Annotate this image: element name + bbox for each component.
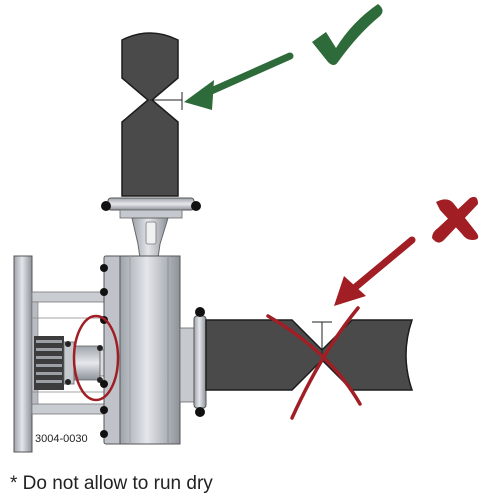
figure-id-label: 3004-0030 bbox=[35, 433, 88, 445]
dry-run-footnote: * Do not allow to run dry bbox=[10, 473, 213, 494]
red-arrow bbox=[334, 236, 416, 306]
vertical-pipe-clamp bbox=[101, 197, 201, 219]
pump-inlet-neck bbox=[131, 217, 169, 259]
outlet-pipe-clamp bbox=[179, 307, 207, 417]
check-mark-icon bbox=[312, 4, 383, 65]
incorrect-cross-overlay bbox=[266, 306, 362, 420]
cross-mark-icon bbox=[432, 196, 479, 243]
green-arrow bbox=[184, 52, 294, 110]
pump-shaft-seal bbox=[34, 336, 111, 390]
vertical-inlet-pipe bbox=[121, 32, 183, 197]
pump-casing bbox=[100, 255, 181, 445]
seal-highlight-ring bbox=[72, 314, 120, 402]
horizontal-outlet-pipe bbox=[205, 319, 414, 391]
